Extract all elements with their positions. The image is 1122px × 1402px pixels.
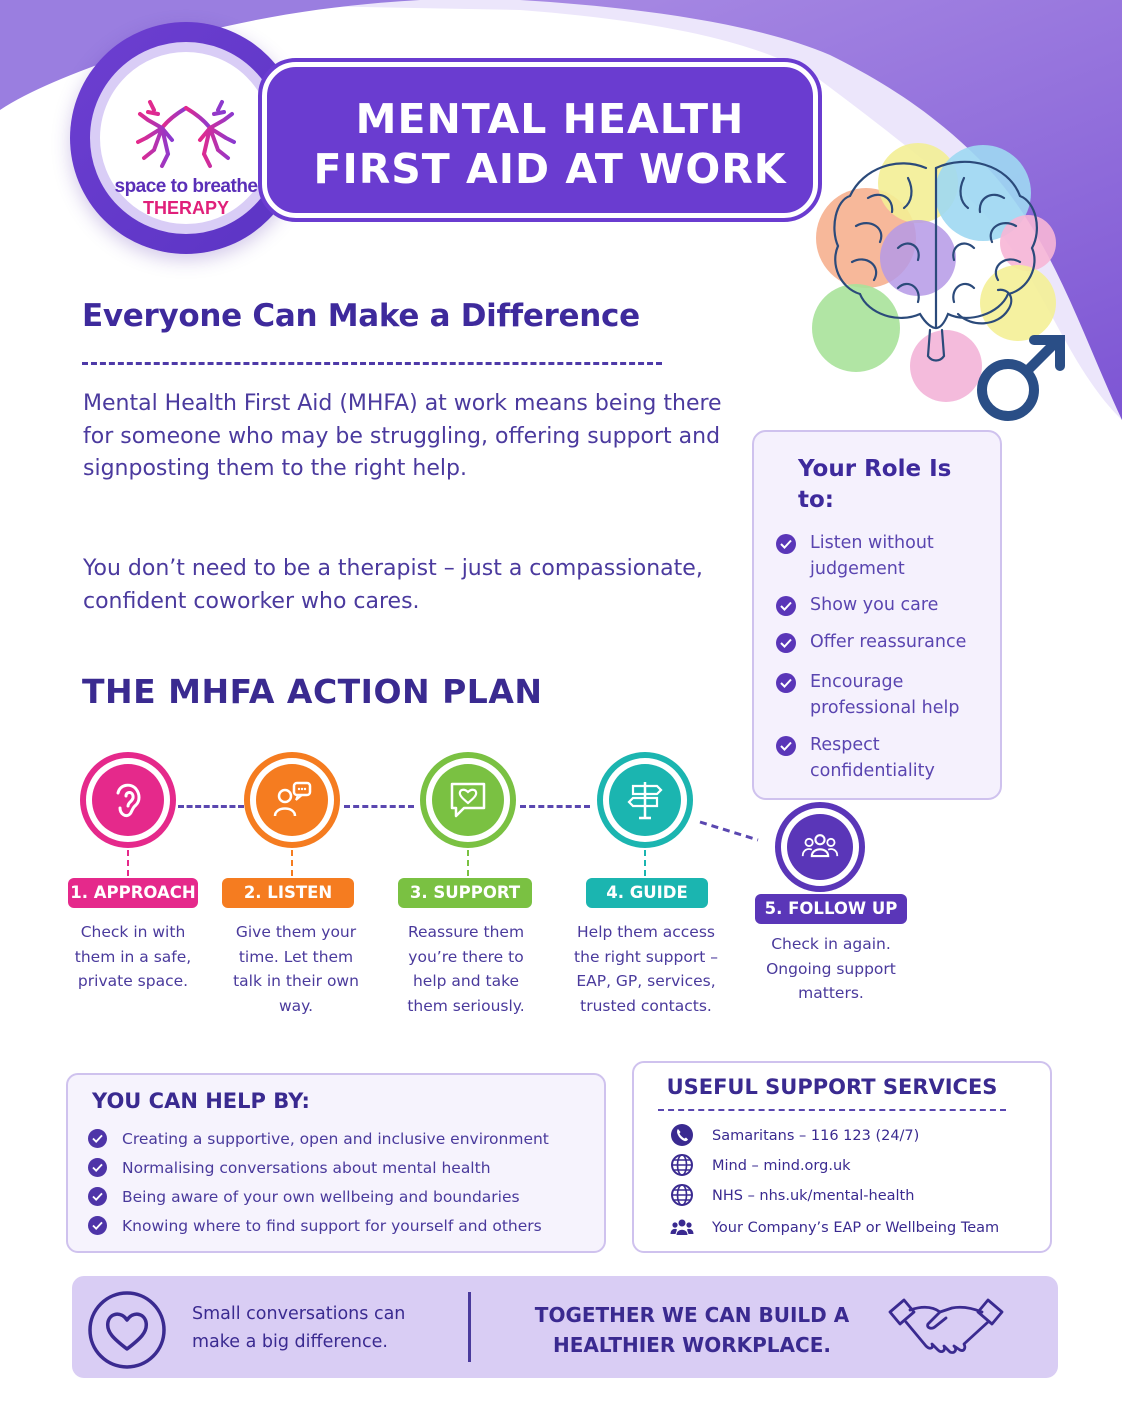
service-text: Your Company’s EAP or Wellbeing Team	[712, 1220, 1000, 1236]
role-title: Your Role Is to:	[798, 456, 952, 513]
dashed-divider	[82, 362, 662, 365]
signpost-icon	[627, 782, 663, 820]
check-icon	[88, 1158, 107, 1177]
intro-paragraph-1: Mental Health First Aid (MHFA) at work m…	[83, 391, 722, 481]
step-connector	[699, 820, 759, 842]
help-item: Creating a supportive, open and inclusiv…	[88, 1127, 598, 1151]
globe-icon	[671, 1154, 693, 1176]
footer-right-text: TOGETHER WE CAN BUILD A HEALTHIER WORKPL…	[534, 1303, 850, 1357]
service-text: Samaritans – 116 123 (24/7)	[712, 1128, 920, 1144]
heart-speech-icon	[450, 782, 486, 818]
footer-banner: Small conversations can make a big diffe…	[72, 1276, 1058, 1378]
action-plan-heading: THE MHFA ACTION PLAN	[82, 672, 543, 711]
people-icon	[670, 1219, 694, 1235]
step-listen-circle	[244, 752, 340, 848]
role-item-text: Listen without judgement	[810, 533, 934, 579]
service-text: Mind – mind.org.uk	[712, 1158, 851, 1174]
step-desc-approach: Check in with them in a safe, private sp…	[74, 923, 192, 991]
check-icon	[776, 736, 796, 756]
service-item: Mind – mind.org.uk	[670, 1153, 1040, 1179]
step-label-approach: 1. APPROACH	[68, 878, 198, 908]
globe-icon	[671, 1184, 693, 1206]
step-desc-follow-up: Check in again. Ongoing support matters.	[766, 935, 896, 1003]
service-item: Your Company’s EAP or Wellbeing Team	[670, 1215, 1040, 1241]
help-item: Normalising conversations about mental h…	[88, 1156, 598, 1180]
male-symbol-icon	[977, 335, 1065, 421]
check-icon	[776, 596, 796, 616]
help-item-text: Creating a supportive, open and inclusiv…	[122, 1130, 549, 1148]
dashed-divider	[658, 1109, 1006, 1111]
check-icon	[88, 1187, 107, 1206]
step-label-listen: 2. LISTEN	[222, 878, 354, 908]
intro-paragraph-2: You don’t need to be a therapist – just …	[83, 556, 703, 614]
page-title-line1: MENTAL HEALTH	[355, 95, 745, 143]
conversation-icon	[273, 781, 312, 817]
step-tick	[127, 850, 129, 876]
help-item-text: Knowing where to find support for yourse…	[122, 1217, 542, 1235]
help-item: Being aware of your own wellbeing and bo…	[88, 1185, 598, 1209]
step-approach-circle	[80, 752, 176, 848]
step-desc-guide: Help them access the right support – EAP…	[574, 923, 718, 1016]
logo-badge: space to breathe THERAPY	[70, 22, 302, 254]
help-item: Knowing where to find support for yourse…	[88, 1214, 598, 1238]
help-panel: YOU CAN HELP BY: Creating a supportive, …	[66, 1073, 606, 1253]
step-follow-up-circle	[775, 802, 865, 892]
check-icon	[776, 673, 796, 693]
footer-divider	[468, 1292, 471, 1362]
role-item-text: Show you care	[810, 595, 939, 615]
logo-text-therapy: THERAPY	[142, 198, 229, 218]
ear-icon	[116, 783, 141, 818]
check-icon	[776, 633, 796, 653]
heart-icon	[88, 1291, 166, 1369]
page-title-line2: FIRST AID AT WORK	[313, 145, 787, 193]
step-label-guide: 4. GUIDE	[586, 878, 708, 908]
role-item-text: Respect confidentiality	[810, 735, 935, 781]
step-connector	[344, 805, 414, 808]
service-text: NHS – nhs.uk/mental-health	[712, 1188, 915, 1204]
check-icon	[776, 534, 796, 554]
header-background-wave	[0, 0, 1122, 420]
service-item: Samaritans – 116 123 (24/7)	[670, 1123, 1040, 1149]
group-icon	[801, 834, 839, 858]
step-connector	[178, 805, 244, 808]
logo-text-brand: space to breathe	[114, 176, 259, 197]
help-title: YOU CAN HELP BY:	[92, 1089, 310, 1113]
step-tick	[644, 850, 646, 876]
brain-illustration	[812, 143, 1065, 421]
phone-icon	[671, 1124, 693, 1146]
check-icon	[88, 1216, 107, 1235]
step-support-circle	[420, 752, 516, 848]
role-panel: Your Role Is to: Listen without judgemen…	[752, 430, 1002, 800]
step-label-support: 3. SUPPORT	[398, 878, 532, 908]
help-item-text: Being aware of your own wellbeing and bo…	[122, 1188, 520, 1206]
step-tick	[291, 850, 293, 876]
section-heading-difference: Everyone Can Make a Difference	[82, 298, 640, 334]
services-title: USEFUL SUPPORT SERVICES	[666, 1075, 998, 1099]
step-guide-circle	[597, 752, 693, 848]
lungs-icon	[136, 68, 236, 168]
step-tick	[467, 850, 469, 876]
title-banner: MENTAL HEALTH FIRST AID AT WORK	[258, 58, 822, 222]
step-desc-support: Reassure them you’re there to help and t…	[407, 923, 525, 1016]
footer-left-text: Small conversations can make a big diffe…	[192, 1304, 406, 1352]
role-item-text: Offer reassurance	[810, 632, 967, 652]
handshake-icon	[888, 1298, 1004, 1354]
check-icon	[88, 1129, 107, 1148]
step-connector	[520, 805, 590, 808]
role-item-text: Encourage professional help	[810, 672, 960, 718]
service-item: NHS – nhs.uk/mental-health	[670, 1183, 1040, 1209]
support-services-panel: USEFUL SUPPORT SERVICES Samaritans – 116…	[632, 1061, 1052, 1253]
step-desc-listen: Give them your time. Let them talk in th…	[233, 923, 359, 1016]
help-item-text: Normalising conversations about mental h…	[122, 1159, 491, 1177]
step-label-follow-up: 5. FOLLOW UP	[755, 894, 907, 924]
